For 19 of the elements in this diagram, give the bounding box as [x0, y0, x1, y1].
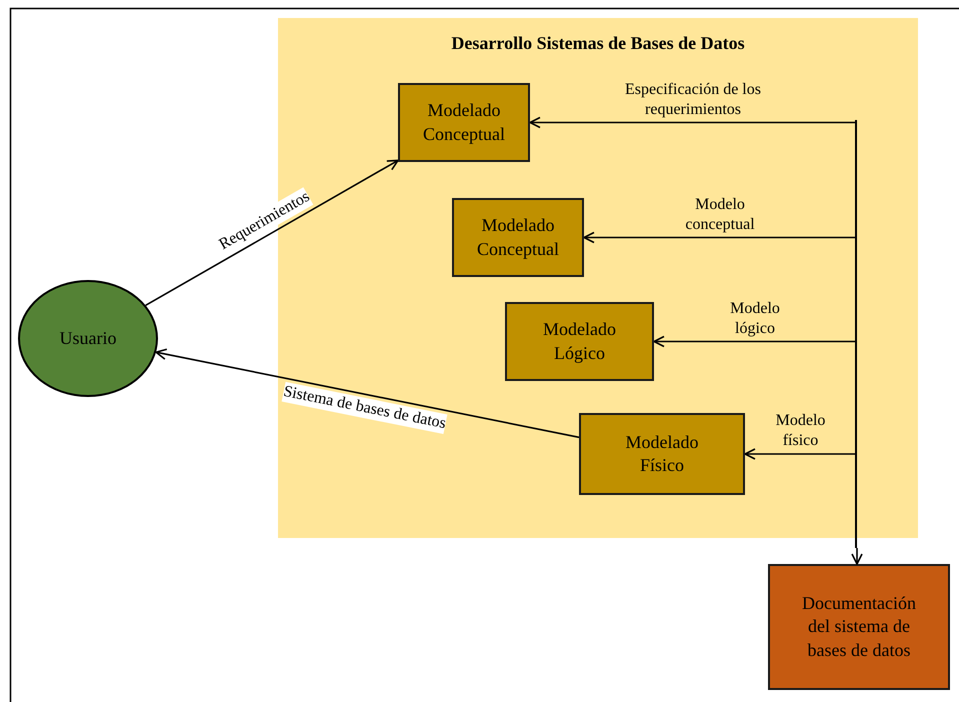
node-label: Usuario	[60, 326, 116, 350]
panel-heading: Desarrollo Sistemas de Bases de Datos	[451, 32, 745, 55]
arrow	[851, 548, 863, 565]
process-box	[579, 413, 745, 495]
process-box	[398, 83, 530, 162]
node-label: Modelado Físico	[624, 430, 700, 477]
process-box	[505, 302, 654, 381]
arrow	[529, 116, 856, 128]
output-box	[768, 564, 950, 690]
node-label: Modelado Lógico	[542, 318, 617, 365]
process-box	[452, 198, 584, 277]
arrow	[653, 336, 856, 348]
node-label: Modelado Conceptual	[476, 214, 560, 261]
arrow	[155, 348, 580, 438]
arrow	[145, 160, 399, 306]
arrow	[583, 232, 856, 244]
node-label: Modelado Conceptual	[422, 99, 506, 146]
node-label: Documentación del sistema de bases de datos	[801, 592, 917, 662]
arrow	[744, 448, 856, 460]
